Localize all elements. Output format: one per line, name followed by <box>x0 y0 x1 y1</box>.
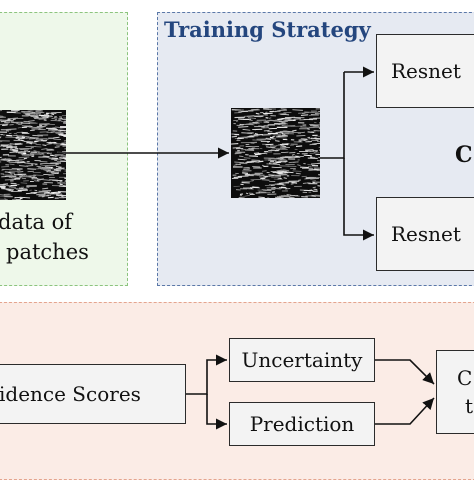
arrow-scores-split <box>186 360 227 394</box>
arrow-uncertainty-merge <box>375 360 434 384</box>
arrow-split-lower <box>344 158 374 235</box>
arrow-prediction-merge <box>375 398 434 424</box>
arrow-split-line <box>320 72 344 158</box>
arrow-scores-to-prediction <box>207 394 227 424</box>
